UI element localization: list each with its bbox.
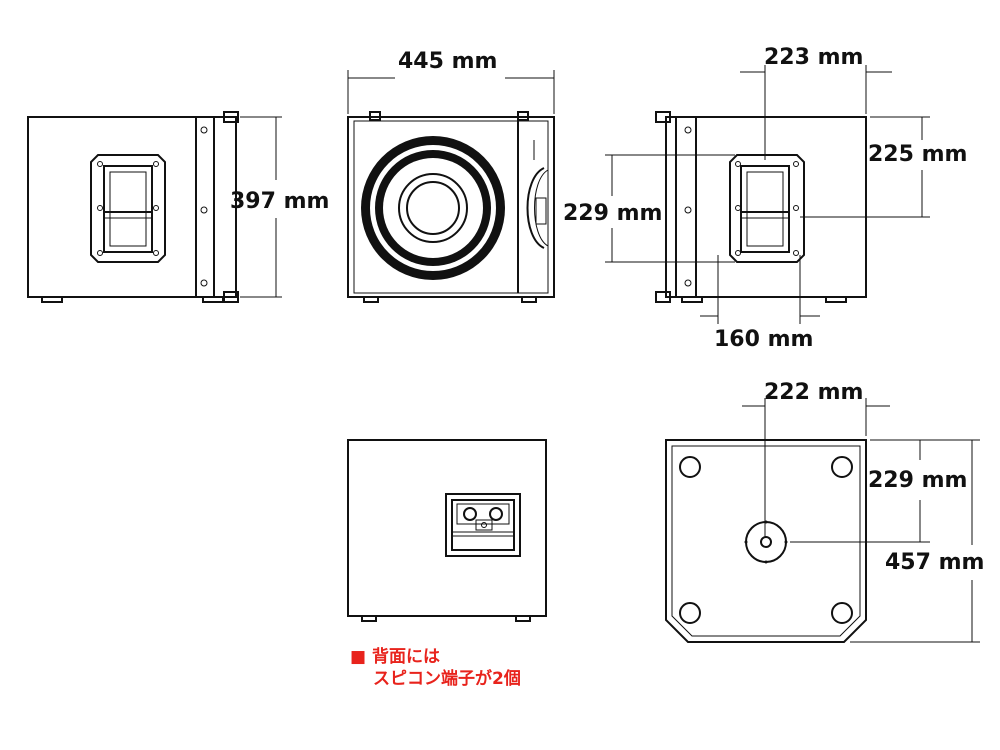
dim-handle-center-label: 229 mm <box>563 201 662 226</box>
woofer <box>361 136 505 280</box>
side-view-right: 223 mm 225 mm 229 mm 160 mm <box>563 45 967 352</box>
handle-right <box>729 154 805 263</box>
dim-handle-height-label: 225 mm <box>868 142 967 167</box>
dim-handle-offset-bottom-label: 160 mm <box>714 327 813 352</box>
dim-handle-offset-top-label: 223 mm <box>764 45 863 70</box>
dim-pole-y-label: 229 mm <box>868 468 967 493</box>
rear-view <box>347 439 547 622</box>
handle-left <box>90 154 166 263</box>
note-line-2: スピコン端子が2個 <box>373 668 521 689</box>
pole-mount <box>744 520 788 564</box>
dim-depth-label: 397 mm <box>230 189 329 214</box>
dim-width-label: 445 mm <box>398 49 497 74</box>
dim-pole-x-label: 222 mm <box>764 380 863 405</box>
note-line-1: ■ 背面には <box>350 646 440 667</box>
bottom-view: 222 mm 229 mm 457 mm <box>665 380 984 643</box>
front-view: 445 mm <box>347 49 555 303</box>
rear-note: ■ 背面には スピコン端子が2個 <box>350 646 521 689</box>
side-view-left: 397 mm <box>27 111 329 303</box>
dim-overall-depth-label: 457 mm <box>885 550 984 575</box>
connector-panel <box>445 493 521 557</box>
